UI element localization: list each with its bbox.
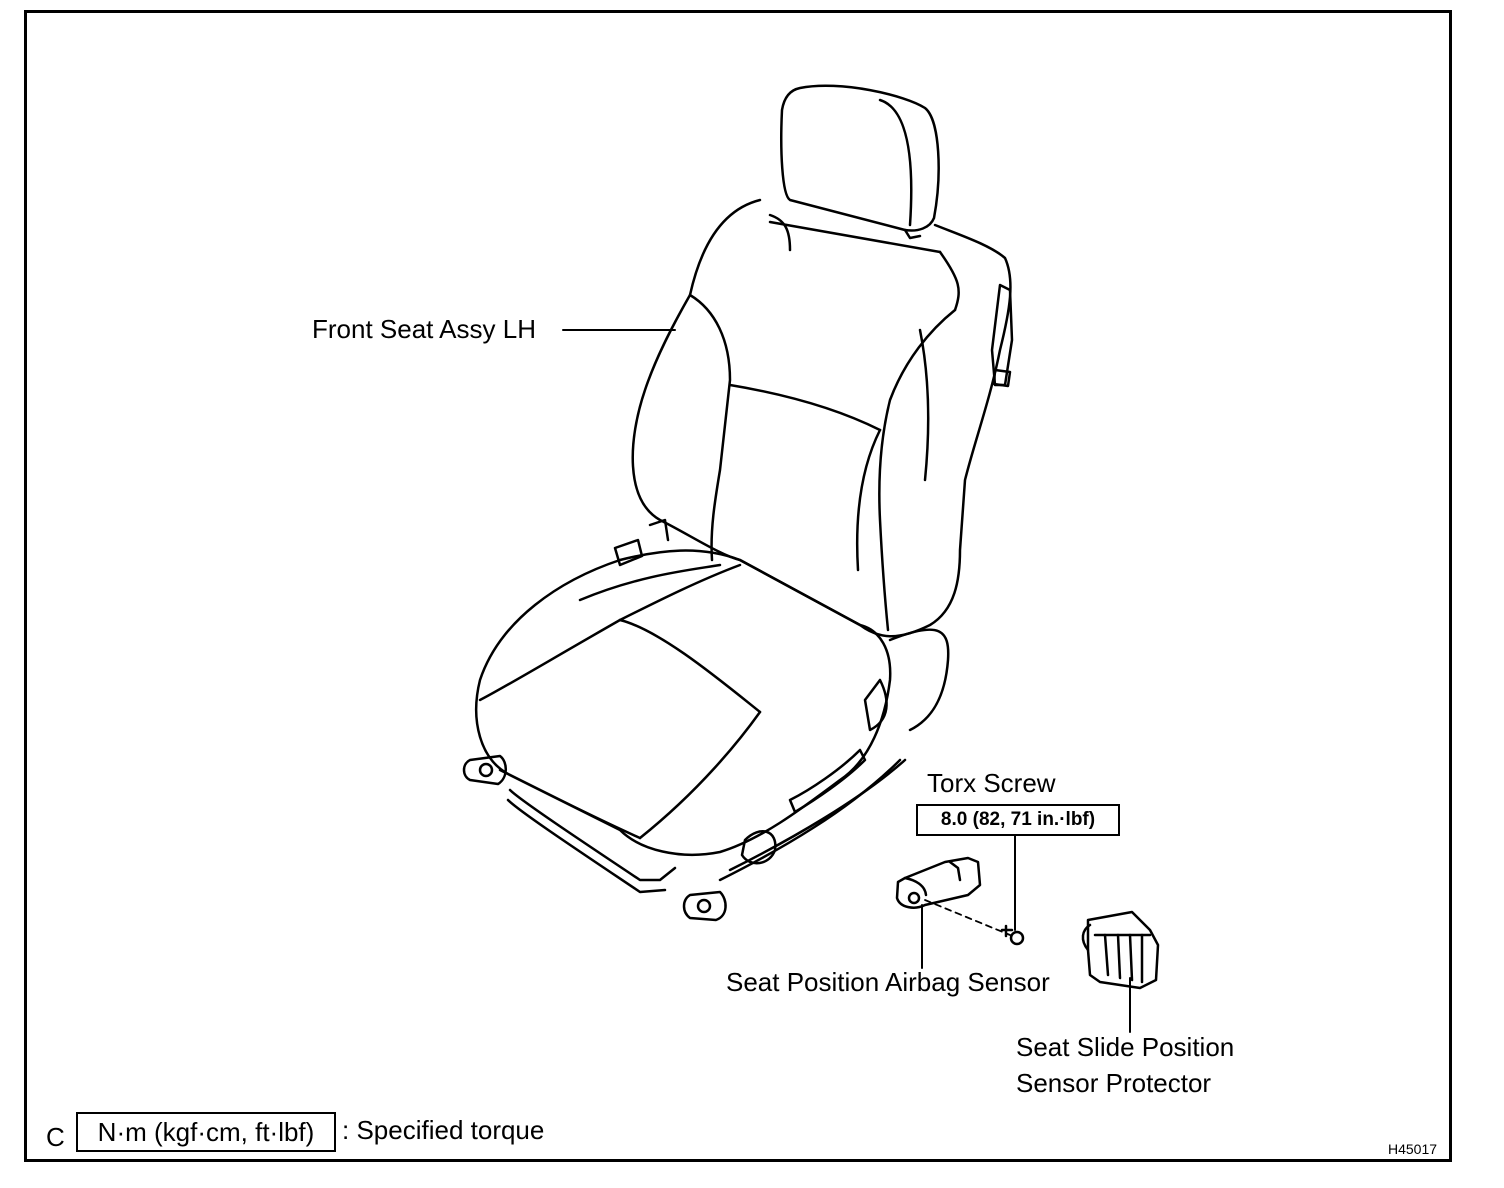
airbag-sensor-label: Seat Position Airbag Sensor: [726, 967, 1050, 997]
leader-lines: [562, 329, 1131, 1033]
seat-rails: [462, 518, 950, 922]
protector-label-line2: Sensor Protector: [1016, 1068, 1212, 1098]
front-seat-label: Front Seat Assy LH: [312, 314, 536, 344]
seat-cushion: [475, 549, 892, 856]
torx-screw-label: Torx Screw: [927, 768, 1056, 798]
airbag-sensor-part: [895, 856, 982, 909]
torque-value-box: 8.0 (82, 71 in.·lbf): [916, 804, 1120, 836]
torx-screw-part: [924, 899, 1025, 946]
legend-text: : Specified torque: [342, 1115, 545, 1145]
diagram-frame: [24, 10, 1452, 1162]
legend-unit-box: N·m (kgf·cm, ft·lbf): [76, 1112, 336, 1152]
sensor-protector-part: [1081, 910, 1160, 990]
headrest: [780, 84, 940, 240]
figure-id: H45017: [1388, 1141, 1438, 1157]
legend-mark: C: [46, 1122, 65, 1152]
protector-label-line1: Seat Slide Position: [1016, 1032, 1235, 1062]
